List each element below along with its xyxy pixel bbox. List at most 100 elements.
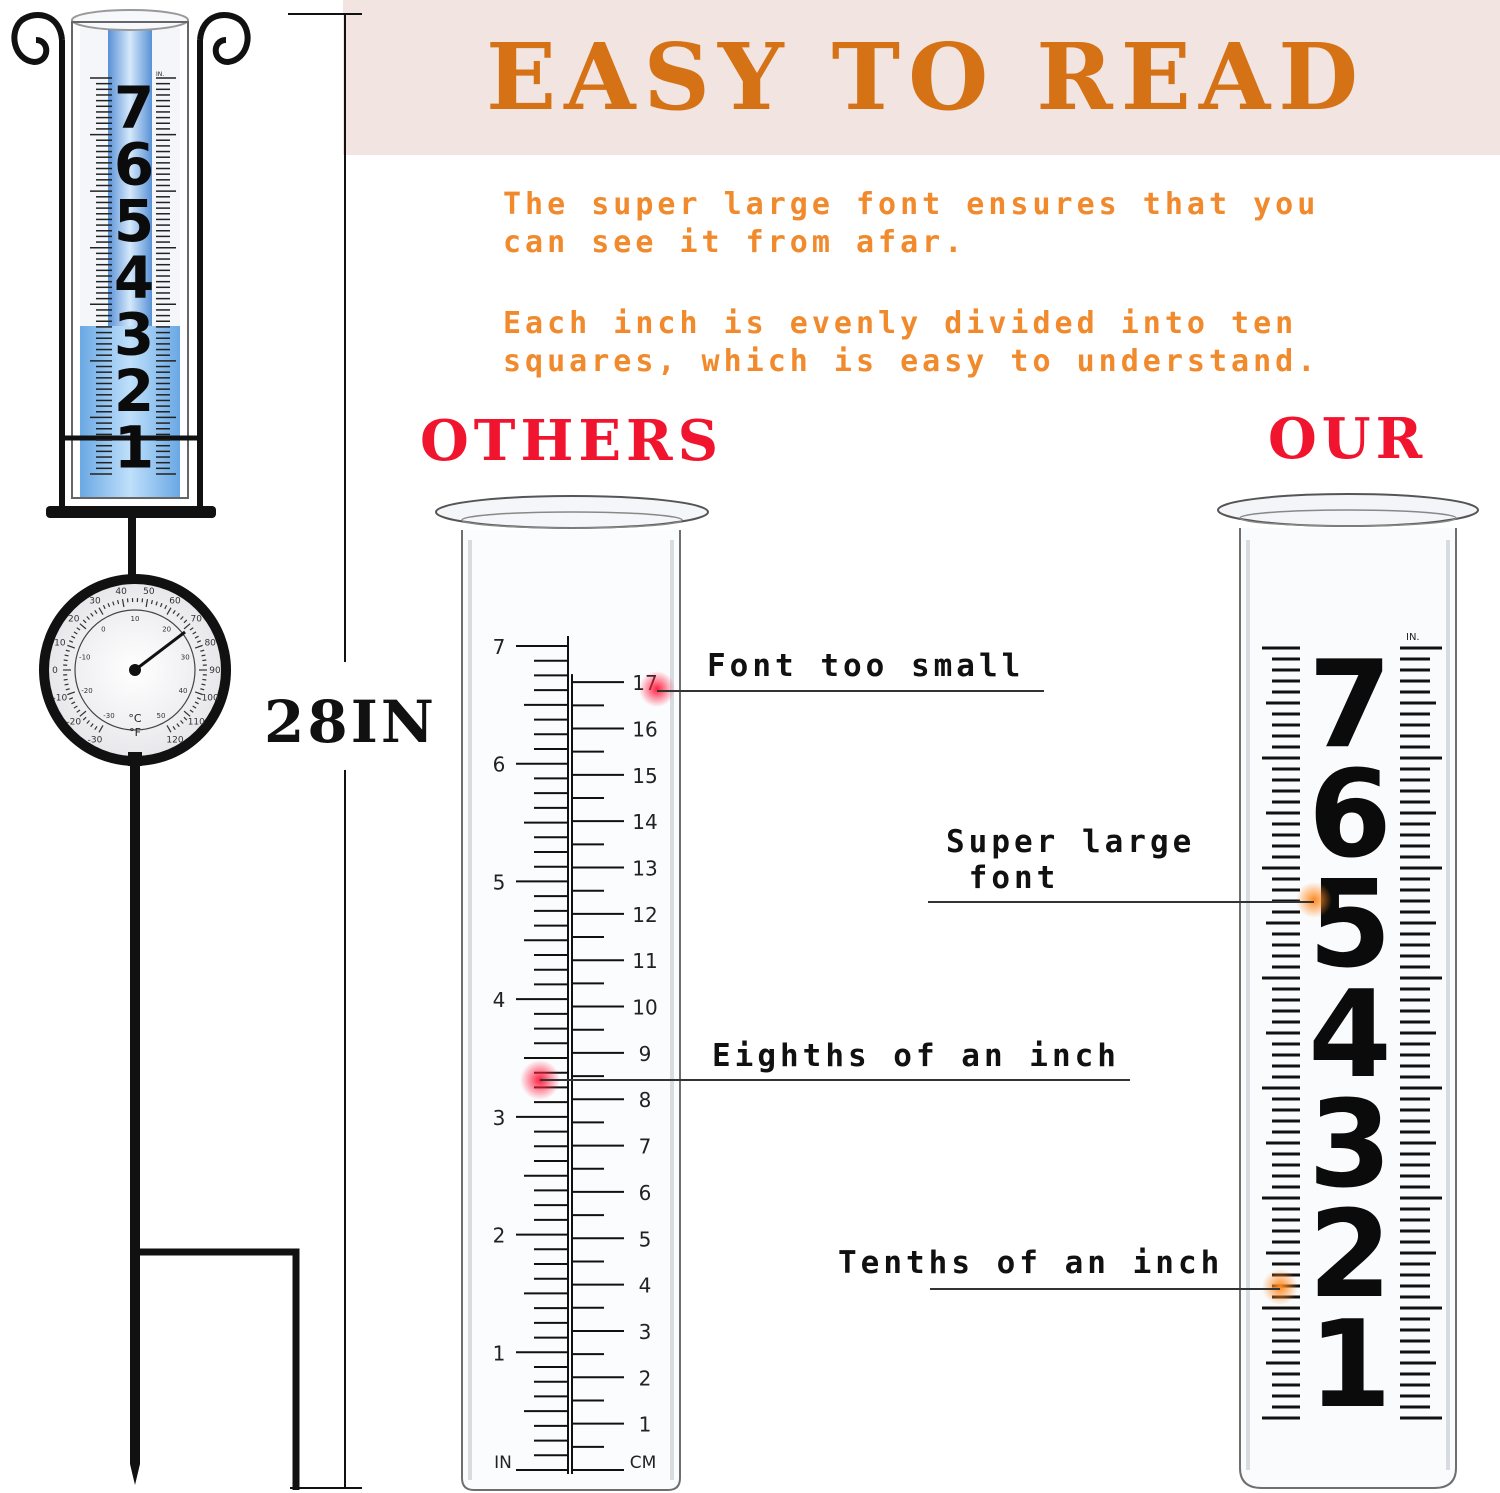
dial-tick bbox=[82, 619, 87, 624]
callout-eighths: Eighths of an inch bbox=[712, 1038, 1120, 1074]
dial-c-label: -20 bbox=[81, 687, 92, 695]
others-inch-label: 2 bbox=[493, 1224, 506, 1248]
dial-tick bbox=[102, 605, 106, 610]
dial-f-label: 120 bbox=[166, 735, 183, 745]
dial-f-label: -20 bbox=[66, 717, 81, 727]
dial-f-label: 60 bbox=[169, 597, 181, 607]
dial-tick bbox=[200, 688, 205, 691]
others-cm-label: 10 bbox=[632, 996, 657, 1020]
dial-tick bbox=[107, 603, 111, 608]
dial-tick bbox=[183, 710, 191, 717]
dial-tick bbox=[76, 709, 81, 713]
others-cm-label: 15 bbox=[632, 764, 657, 788]
dial-f-label: 30 bbox=[89, 597, 101, 607]
dial-c-label: 20 bbox=[162, 626, 171, 634]
dial-tick bbox=[121, 598, 125, 608]
dial-tick bbox=[201, 654, 206, 657]
paragraph-font: The super large font ensures that you ca… bbox=[503, 186, 1319, 262]
header-banner bbox=[343, 0, 1500, 155]
small-number: 2 bbox=[114, 357, 154, 425]
dial-f-label: -10 bbox=[52, 693, 67, 703]
dial-tick bbox=[183, 623, 191, 630]
dial-tick bbox=[94, 609, 98, 614]
dial-tick bbox=[94, 726, 98, 731]
others-cm-label: 5 bbox=[639, 1227, 652, 1251]
dial-tick bbox=[180, 616, 184, 620]
small-number: 7 bbox=[114, 74, 154, 142]
dial-tick bbox=[98, 607, 104, 615]
thermo-unit-f: °F bbox=[129, 726, 141, 739]
others-cm-label: 1 bbox=[639, 1413, 652, 1437]
dial-tick bbox=[189, 627, 194, 631]
dial-f-label: 100 bbox=[202, 693, 219, 703]
dial-tick bbox=[183, 619, 188, 624]
others-cm-label: 3 bbox=[639, 1320, 652, 1344]
dial-tick bbox=[172, 726, 176, 731]
others-cm-label: 6 bbox=[639, 1181, 652, 1205]
dial-tick bbox=[145, 598, 149, 608]
dial-f-label: -30 bbox=[88, 735, 103, 745]
dial-c-label: 30 bbox=[181, 654, 190, 662]
dial-tick bbox=[150, 599, 154, 605]
small-unit: IN. bbox=[156, 71, 164, 78]
dial-tick bbox=[71, 701, 76, 705]
dial-tick bbox=[189, 709, 194, 713]
our-number: 7 bbox=[1308, 636, 1392, 775]
dial-tick bbox=[159, 603, 163, 608]
small-number: 1 bbox=[114, 413, 154, 481]
dial-tick bbox=[68, 640, 74, 643]
dial-tick bbox=[176, 612, 180, 617]
dial-c-label: 50 bbox=[157, 712, 166, 720]
dial-tick bbox=[202, 659, 207, 662]
headline: EASY TO READ bbox=[486, 23, 1367, 131]
dial-c-label: -10 bbox=[79, 654, 90, 662]
callout-markers bbox=[520, 671, 1332, 1305]
our-label: OUR bbox=[1268, 406, 1428, 472]
dial-tick bbox=[73, 705, 78, 709]
small-number: 3 bbox=[114, 300, 154, 368]
others-inch-label: 6 bbox=[493, 753, 506, 777]
others-inch-label: 3 bbox=[493, 1106, 506, 1130]
small-number: 4 bbox=[114, 244, 154, 312]
others-label: OTHERS bbox=[420, 408, 724, 474]
small-number: 5 bbox=[114, 187, 154, 255]
others-cm-label: 13 bbox=[632, 857, 657, 881]
paragraph-font-line1: The super large font ensures that you bbox=[503, 187, 1320, 222]
our-number: 1 bbox=[1308, 1296, 1392, 1435]
our-number: 5 bbox=[1308, 856, 1392, 995]
dial-tick bbox=[180, 720, 184, 724]
dial-c-label: -30 bbox=[103, 712, 114, 720]
dial-tick bbox=[90, 612, 94, 617]
others-cm-label: 14 bbox=[632, 810, 657, 834]
dial-tick bbox=[176, 723, 180, 728]
dial-tick bbox=[172, 609, 176, 614]
others-cm-label: 2 bbox=[639, 1366, 652, 1390]
others-inch-label: 7 bbox=[493, 635, 506, 659]
dial-tick bbox=[68, 697, 74, 700]
dial-tick bbox=[76, 627, 81, 631]
paragraph-scale-line2: squares, which is easy to understand. bbox=[503, 344, 1320, 379]
dial-tick bbox=[79, 623, 87, 630]
small-number: 6 bbox=[114, 131, 154, 199]
dial-tick bbox=[116, 599, 120, 605]
dial-tick bbox=[79, 710, 87, 717]
dial-tick bbox=[183, 716, 188, 721]
dial-f-label: 10 bbox=[54, 639, 66, 649]
callout-super-large-line1: Super large bbox=[946, 824, 1196, 860]
dial-tick bbox=[73, 631, 78, 635]
thermo-unit-c: °C bbox=[128, 712, 142, 725]
dial-tick bbox=[64, 654, 69, 657]
others-cm-label: 4 bbox=[639, 1274, 652, 1298]
dial-c-label: 40 bbox=[179, 687, 188, 695]
dial-tick bbox=[63, 659, 68, 662]
others-cm-label: 12 bbox=[632, 903, 657, 927]
others-inch-label: 4 bbox=[493, 988, 506, 1012]
dial-f-label: 20 bbox=[68, 615, 80, 625]
dial-tick bbox=[202, 678, 207, 681]
paragraph-font-line2: can see it from afar. bbox=[503, 225, 967, 260]
dial-tick bbox=[98, 725, 104, 733]
